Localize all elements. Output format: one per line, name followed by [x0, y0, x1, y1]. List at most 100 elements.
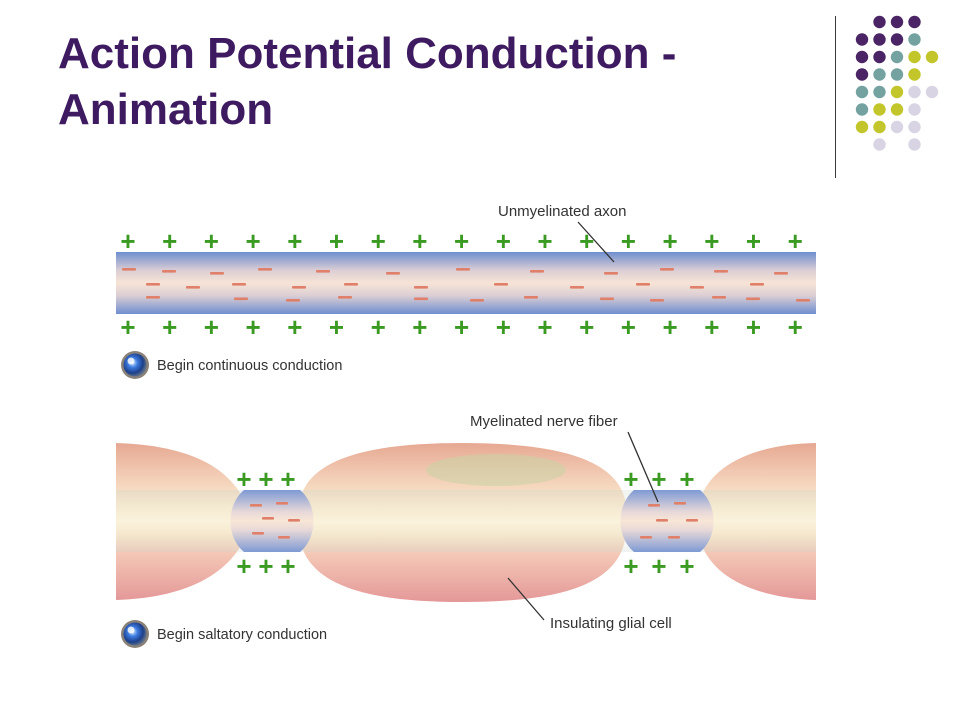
unmyelinated-axon: [116, 252, 816, 314]
negative-charge: [234, 297, 248, 301]
positive-charge: +: [246, 312, 261, 342]
positive-charge: +: [704, 312, 719, 342]
positive-charge: +: [120, 226, 135, 256]
negative-charge: [276, 502, 288, 505]
positive-charge: +: [236, 551, 251, 581]
positive-charge: +: [236, 464, 251, 494]
positive-charge: +: [412, 312, 427, 342]
positive-charge: +: [280, 464, 295, 494]
positive-charge: +: [746, 226, 761, 256]
negative-charge: [316, 270, 330, 273]
positive-charge: +: [287, 312, 302, 342]
negative-charge: [530, 270, 544, 273]
negative-charge: [250, 504, 262, 507]
positive-charge: +: [663, 312, 678, 342]
negative-charge: [774, 272, 788, 275]
positive-charge: +: [496, 312, 511, 342]
unmyelinated-axon-label: Unmyelinated axon: [498, 203, 626, 220]
negative-charge: [146, 283, 160, 286]
negative-charge: [656, 519, 668, 522]
negative-charge: [746, 297, 760, 301]
positive-charge: +: [204, 226, 219, 256]
negative-charge: [600, 297, 614, 301]
negative-charge: [690, 286, 704, 289]
positive-charge: +: [704, 226, 719, 256]
negative-charge: [686, 519, 698, 522]
negative-charge: [286, 299, 300, 302]
unmyelinated-axon-pointer: [577, 221, 615, 263]
negative-charge: [186, 286, 200, 289]
negative-charge: [292, 286, 306, 289]
negative-charge: [232, 283, 246, 286]
positive-charge: +: [329, 226, 344, 256]
positive-charge: +: [371, 226, 386, 256]
negative-charge: [386, 272, 400, 275]
positive-charge: +: [329, 312, 344, 342]
positive-charge: +: [454, 312, 469, 342]
negative-charge: [288, 519, 300, 522]
positive-charge: +: [579, 226, 594, 256]
positive-charge: +: [621, 226, 636, 256]
negative-charge: [712, 296, 726, 299]
negative-charge: [524, 296, 538, 299]
positive-charge: +: [651, 551, 666, 581]
negative-charge: [252, 532, 264, 535]
insulating-glial-cell-label: Insulating glial cell: [550, 615, 672, 632]
positive-charge: +: [623, 464, 638, 494]
positive-charge: +: [621, 312, 636, 342]
negative-charge: [278, 536, 290, 539]
negative-charge: [494, 283, 508, 286]
negative-charge: [668, 536, 680, 539]
positive-charge: +: [162, 226, 177, 256]
negative-charge: [210, 272, 224, 275]
negative-charge: [674, 502, 686, 505]
positive-charge: +: [651, 464, 666, 494]
negative-charge: [414, 297, 428, 301]
positive-charge: +: [537, 226, 552, 256]
negative-charge: [470, 299, 484, 302]
positive-charge: +: [204, 312, 219, 342]
positive-charge: +: [663, 226, 678, 256]
positive-charge: +: [371, 312, 386, 342]
myelinated-nerve-fiber-label: Myelinated nerve fiber: [470, 413, 618, 430]
negative-charge: [570, 286, 584, 289]
positive-charge: +: [537, 312, 552, 342]
negative-charge: [640, 536, 652, 539]
negative-charge: [648, 504, 660, 507]
extracellular-charges-top: +++++++++++++++++: [120, 226, 802, 256]
begin-saltatory-conduction-button[interactable]: Begin saltatory conduction: [121, 620, 327, 648]
negative-charge: [414, 286, 428, 289]
positive-charge: +: [746, 312, 761, 342]
negative-charge: [146, 296, 160, 299]
positive-charge: +: [412, 226, 427, 256]
header-divider: [835, 16, 836, 178]
begin-saltatory-conduction-label: Begin saltatory conduction: [157, 627, 327, 643]
slide-title: Action Potential Conduction - Animation: [58, 29, 677, 134]
negative-charge: [750, 283, 764, 286]
positive-charge: +: [280, 551, 295, 581]
positive-charge: +: [454, 226, 469, 256]
positive-charge: +: [788, 226, 803, 256]
positive-charge: +: [623, 551, 638, 581]
positive-charge: +: [162, 312, 177, 342]
positive-charge: +: [679, 464, 694, 494]
positive-charge: +: [496, 226, 511, 256]
glial-cell-pointer: [507, 577, 545, 621]
positive-charge: +: [679, 551, 694, 581]
positive-charge: +: [120, 312, 135, 342]
extracellular-charges-bottom: +++++++++++++++++: [120, 312, 802, 342]
positive-charge: +: [788, 312, 803, 342]
negative-charge: [796, 299, 810, 302]
negative-charge: [714, 270, 728, 273]
begin-continuous-conduction-button[interactable]: Begin continuous conduction: [121, 351, 342, 379]
negative-charge: [338, 296, 352, 299]
negative-charge: [650, 299, 664, 302]
negative-charge: [258, 268, 272, 271]
node-charges: ++++++++++++: [236, 464, 694, 581]
positive-charge: +: [287, 226, 302, 256]
negative-charge: [456, 268, 470, 271]
negative-charge: [660, 268, 674, 271]
positive-charge: +: [258, 464, 273, 494]
begin-continuous-conduction-label: Begin continuous conduction: [157, 358, 342, 374]
